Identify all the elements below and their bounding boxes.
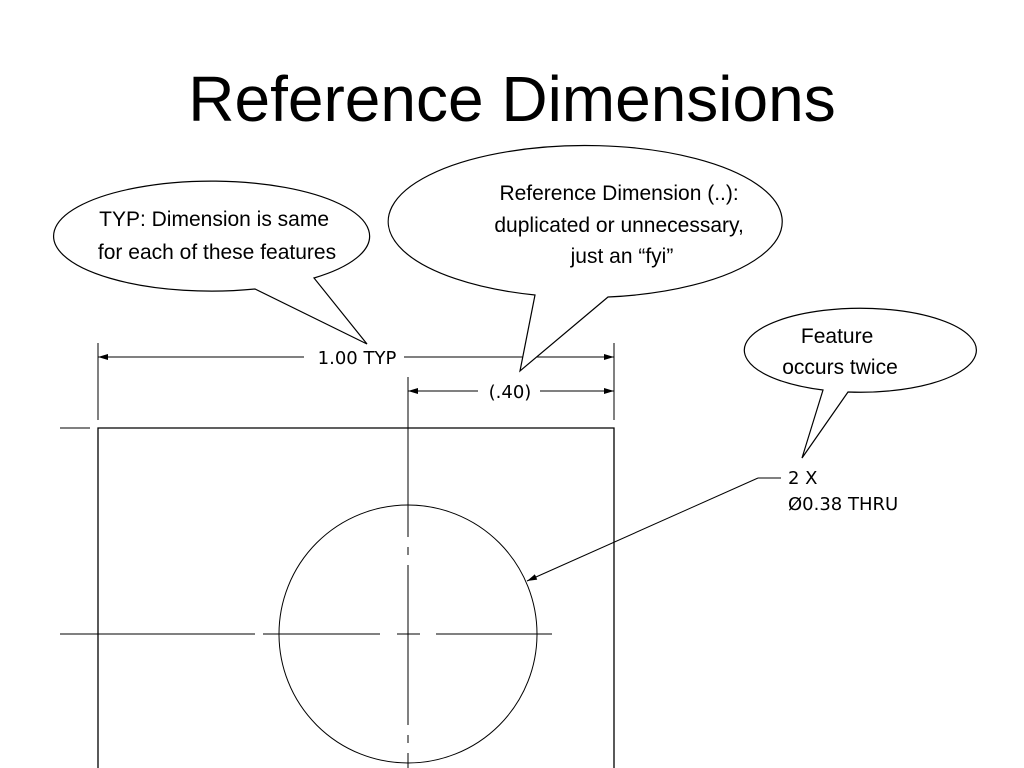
dimension-reference-label: (.40): [489, 382, 532, 403]
callout-reference: Reference Dimension (..): duplicated or …: [387, 144, 783, 373]
hole-spec-label: Ø0.38 THRU: [788, 494, 898, 515]
hole-leader-arrow: [526, 477, 759, 582]
technical-drawing: 1.00 TYP (.40) 2 X Ø0.38 THRU: [60, 343, 898, 768]
callout-reference-bubble: [387, 144, 783, 373]
dimension-overall-label: 1.00 TYP: [318, 348, 397, 369]
callout-typ: TYP: Dimension is same for each of these…: [52, 180, 371, 345]
callout-feature-bubble: [743, 307, 977, 459]
callout-typ-bubble: [52, 180, 371, 345]
callout-feature-text: Feature occurs twice: [782, 325, 898, 379]
callout-typ-text: TYP: Dimension is same for each of these…: [98, 208, 336, 264]
part-outline: [97, 427, 615, 768]
hole-circle: [278, 504, 538, 764]
page-title: Reference Dimensions: [188, 63, 835, 135]
hole-count-label: 2 X: [788, 468, 818, 489]
callout-reference-text: Reference Dimension (..): duplicated or …: [494, 182, 749, 268]
callout-feature: Feature occurs twice: [743, 307, 977, 459]
